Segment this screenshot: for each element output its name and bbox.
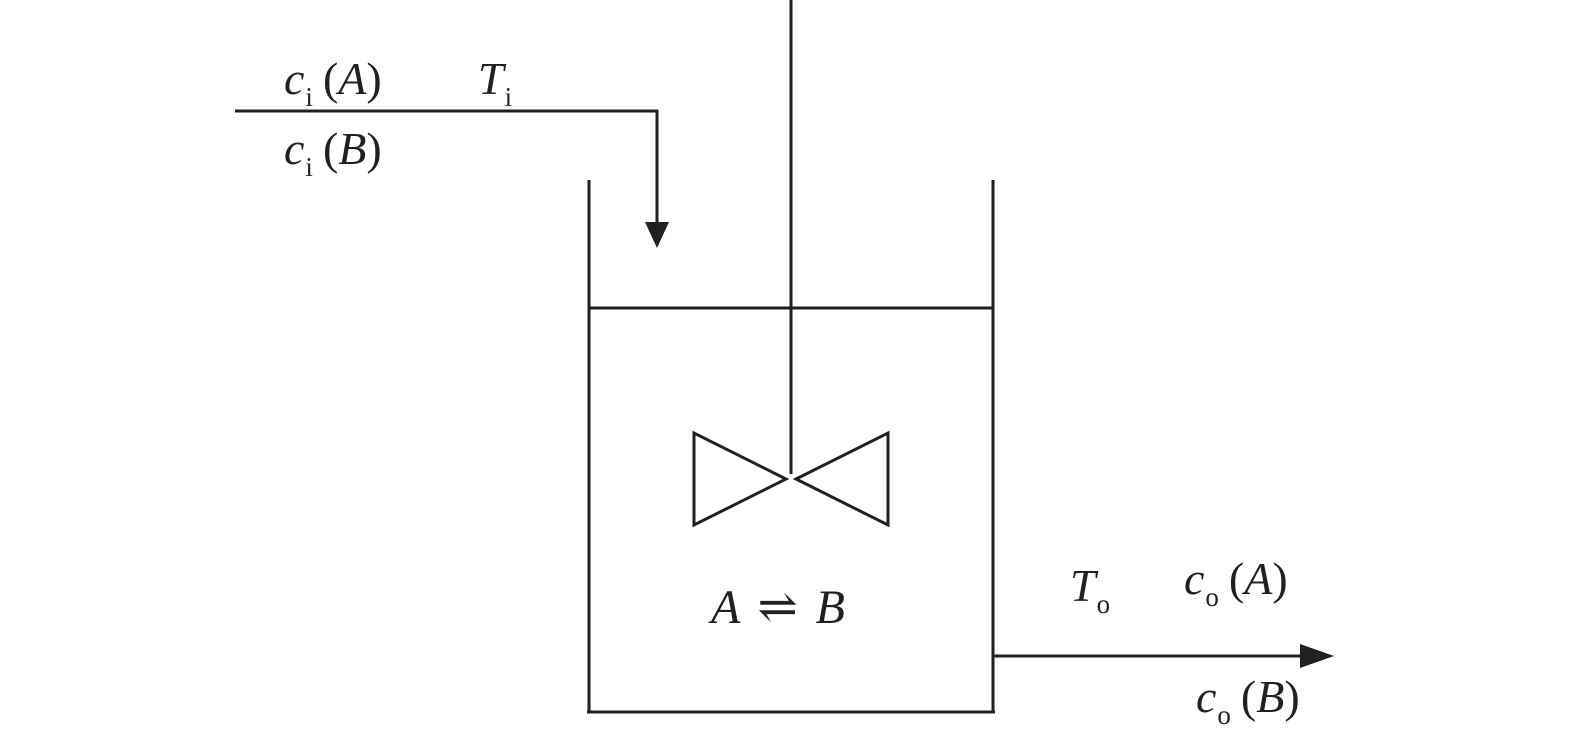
tank-vessel: [587, 180, 995, 714]
impeller-blade-left: [692, 430, 790, 528]
reaction-product: B: [815, 581, 845, 634]
inlet-conc-a-label: ci(A): [284, 53, 382, 112]
outlet-conc-a-label: co(A): [1184, 553, 1288, 612]
impeller-blade-right: [792, 430, 890, 528]
reaction-reactant: A: [711, 581, 740, 634]
outlet-temp-label: To: [1070, 560, 1111, 619]
inlet-arrowhead: [645, 222, 669, 248]
inlet-conc-b-label: ci(B): [284, 123, 382, 182]
inlet-stream: [235, 109, 659, 230]
outlet-conc-b-label: co(B): [1196, 671, 1300, 730]
reaction-equation: A ⇌ B: [711, 584, 845, 632]
equilibrium-arrow: ⇌: [757, 581, 798, 634]
inlet-temp-label: Ti: [478, 53, 513, 112]
outlet-arrowhead: [1300, 644, 1334, 668]
